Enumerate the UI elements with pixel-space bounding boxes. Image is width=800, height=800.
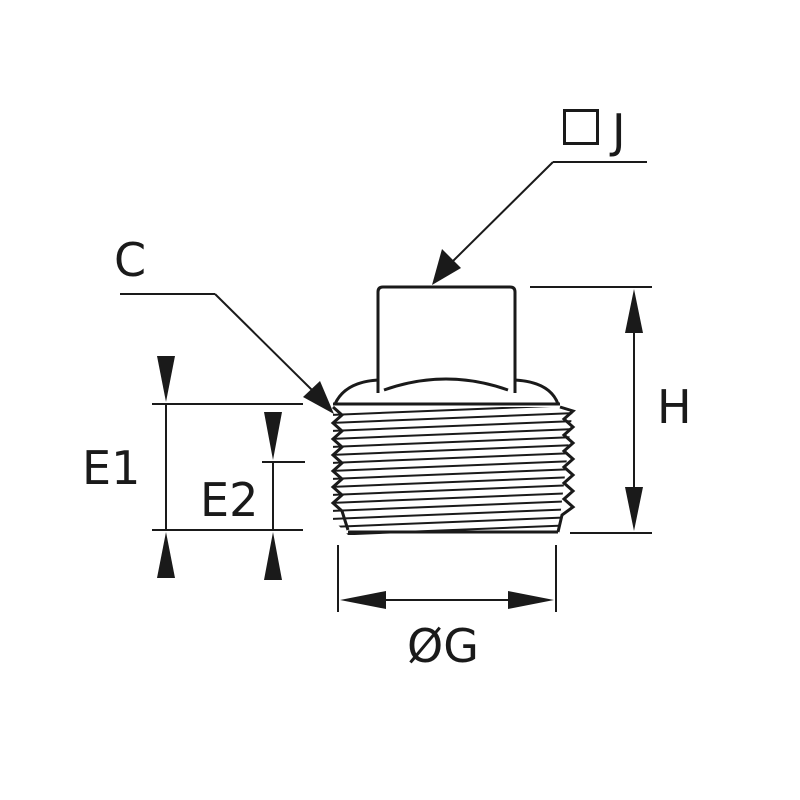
thread-line bbox=[333, 420, 573, 432]
dimension-e1 bbox=[152, 403, 303, 531]
thread-line bbox=[333, 500, 573, 512]
thread-line bbox=[333, 407, 573, 416]
thread-line bbox=[333, 492, 573, 504]
arrow-e1-top bbox=[157, 356, 175, 402]
square-head bbox=[376, 285, 517, 393]
arrow-e2-bottom bbox=[264, 532, 282, 580]
square-outline-icon bbox=[563, 109, 599, 145]
label-dia-g: ØG bbox=[407, 619, 479, 673]
thread-line bbox=[333, 468, 573, 480]
dimension-h bbox=[530, 286, 652, 534]
dimension-g bbox=[337, 545, 557, 612]
thread-line bbox=[333, 484, 573, 496]
dimension-e2 bbox=[262, 461, 305, 530]
thread-line bbox=[333, 444, 573, 456]
arrow-e2-top bbox=[264, 412, 282, 460]
thread-line bbox=[333, 452, 573, 464]
thread-line bbox=[333, 412, 573, 424]
arrow-g-right bbox=[508, 591, 554, 609]
leader-j bbox=[451, 161, 647, 263]
thread-line bbox=[333, 524, 573, 535]
arrow-c bbox=[303, 381, 334, 414]
label-e1: E1 bbox=[82, 441, 141, 495]
arrow-h-bottom bbox=[625, 487, 643, 531]
dome-inner-curve bbox=[383, 377, 509, 392]
arrow-j bbox=[432, 249, 461, 285]
arrow-g-left bbox=[340, 591, 386, 609]
label-c: C bbox=[114, 233, 147, 287]
label-e2: E2 bbox=[200, 473, 259, 527]
thread-line bbox=[333, 476, 573, 488]
thread-line bbox=[333, 460, 573, 472]
thread-lines bbox=[333, 407, 573, 535]
leader-c bbox=[120, 293, 313, 391]
thread-line bbox=[333, 508, 573, 520]
thread-line bbox=[333, 428, 573, 440]
dome-shoulder bbox=[333, 378, 560, 405]
thread-right-flank bbox=[556, 405, 576, 533]
thread-body bbox=[330, 405, 576, 535]
label-j: J bbox=[612, 104, 626, 158]
thread-line bbox=[333, 516, 573, 528]
arrow-e1-bottom bbox=[157, 532, 175, 578]
label-h: H bbox=[657, 380, 692, 434]
arrow-h-top bbox=[625, 289, 643, 333]
thread-line bbox=[333, 436, 573, 448]
